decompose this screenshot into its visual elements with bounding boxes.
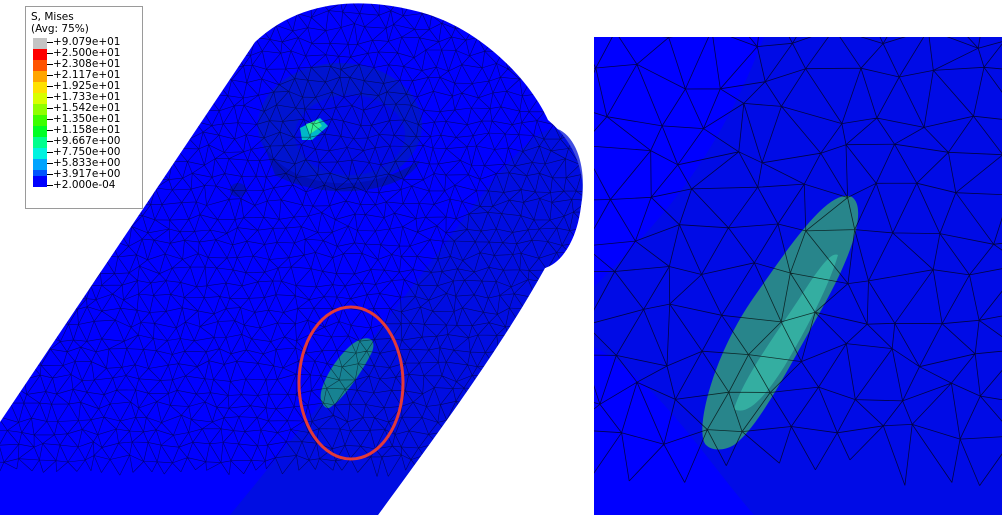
legend-tick xyxy=(47,119,53,120)
legend-tick xyxy=(47,53,53,54)
legend-tick xyxy=(47,163,53,164)
zoom-mesh-grid xyxy=(594,37,1002,486)
small-side-hole xyxy=(230,183,246,197)
legend-tick xyxy=(47,185,53,186)
legend-tick xyxy=(47,108,53,109)
legend-level-label: +7.750e+00 xyxy=(53,146,121,158)
legend-color-swatch xyxy=(33,137,47,148)
legend-color-swatch xyxy=(33,170,47,181)
legend-color-swatch xyxy=(33,49,47,60)
legend-level-label: +2.308e+01 xyxy=(53,58,121,70)
legend-tick xyxy=(47,75,53,76)
legend-level-label: +5.833e+00 xyxy=(53,157,121,169)
legend-color-swatch xyxy=(33,148,47,159)
legend-level-label: +2.500e+01 xyxy=(53,47,121,59)
legend-level-label: +9.667e+00 xyxy=(53,135,121,147)
hole-stress-hotspot xyxy=(300,118,328,140)
legend-level-label: +3.917e+00 xyxy=(53,168,121,180)
legend-tick xyxy=(47,141,53,142)
zoom-stress-core xyxy=(734,254,838,411)
stress-legend: S, Mises (Avg: 75%) +9.079e+01+2.500e+01… xyxy=(25,6,143,209)
legend-color-swatch xyxy=(33,104,47,115)
legend-color-swatch xyxy=(33,176,47,187)
legend-tick xyxy=(47,130,53,131)
legend-subtitle: (Avg: 75%) xyxy=(31,23,89,35)
legend-level-label: +1.350e+01 xyxy=(53,113,121,125)
legend-level-label: +2.000e-04 xyxy=(53,179,116,191)
legend-color-swatch xyxy=(33,38,47,49)
legend-tick xyxy=(47,174,53,175)
legend-level-label: +1.158e+01 xyxy=(53,124,121,136)
main-viewport[interactable] xyxy=(0,0,590,515)
legend-level-label: +2.117e+01 xyxy=(53,69,121,81)
legend-color-swatch xyxy=(33,60,47,71)
legend-tick xyxy=(47,152,53,153)
highlight-ring xyxy=(297,305,405,461)
legend-tick xyxy=(47,42,53,43)
legend-tick xyxy=(47,64,53,65)
legend-level-label: +1.733e+01 xyxy=(53,91,121,103)
legend-color-swatch xyxy=(33,159,47,170)
legend-tick xyxy=(47,97,53,98)
legend-color-swatch xyxy=(33,115,47,126)
legend-level-label: +1.542e+01 xyxy=(53,102,121,114)
legend-tick xyxy=(47,86,53,87)
legend-title: S, Mises xyxy=(31,11,74,23)
counterbore-wall xyxy=(262,140,420,192)
legend-color-swatch xyxy=(33,71,47,82)
legend-scale: +9.079e+01+2.500e+01+2.308e+01+2.117e+01… xyxy=(31,36,142,194)
slot-stress-region xyxy=(320,338,374,409)
mesh-edges xyxy=(594,37,1002,486)
legend-color-swatch xyxy=(33,82,47,93)
zoom-viewport[interactable] xyxy=(594,37,1002,515)
legend-level-label: +1.925e+01 xyxy=(53,80,121,92)
legend-level-label: +9.079e+01 xyxy=(53,36,121,48)
legend-color-swatch xyxy=(33,93,47,104)
legend-color-swatch xyxy=(33,126,47,137)
